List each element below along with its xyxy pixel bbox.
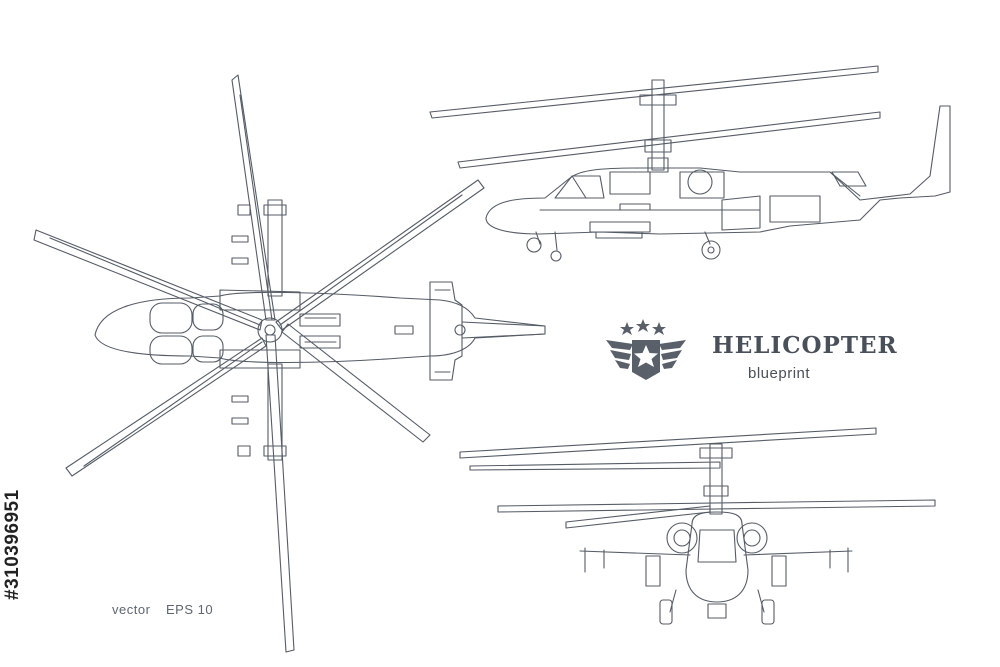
caption-format: EPS 10: [166, 602, 214, 617]
stock-id-label: #310396951: [2, 489, 23, 600]
caption-vector: vector: [112, 602, 151, 617]
page-subtitle: blueprint: [748, 365, 811, 382]
page-title: HELICOPTER: [712, 332, 898, 359]
